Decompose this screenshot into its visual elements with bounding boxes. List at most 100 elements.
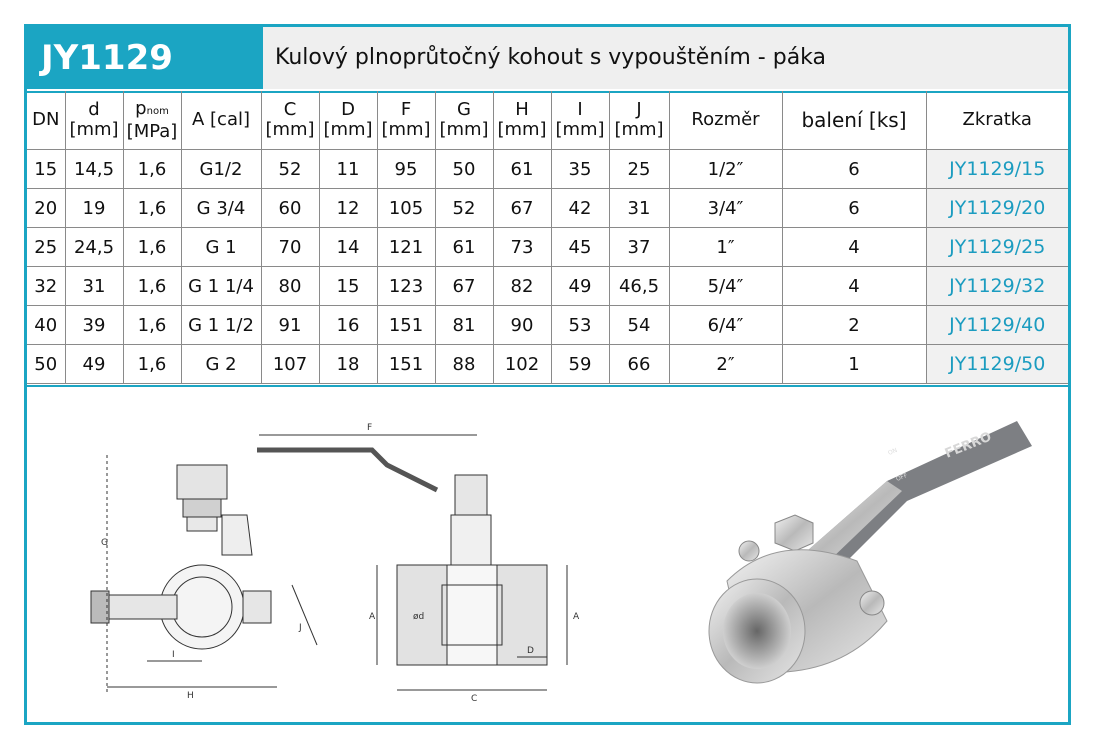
cell-d-dim: 14	[318, 227, 378, 267]
cell-zkratka: JY1129/20	[925, 188, 1068, 228]
cell-d-dim: 12	[318, 188, 378, 228]
cell-zkratka: JY1129/32	[925, 266, 1068, 306]
cell-zkratka: JY1129/15	[925, 149, 1068, 189]
cell-dn: 20	[27, 188, 66, 228]
product-code: JY1129	[27, 27, 263, 89]
cell-baleni: 6	[781, 188, 927, 228]
cell-h: 73	[492, 227, 552, 267]
cell-c: 70	[260, 227, 320, 267]
cell-h: 82	[492, 266, 552, 306]
col-header-d: d[mm]	[64, 91, 124, 150]
cell-a: G1/2	[180, 149, 262, 189]
cell-h: 90	[492, 305, 552, 345]
cell-g: 81	[434, 305, 494, 345]
dim-label-i: I	[172, 650, 175, 660]
cell-f: 151	[376, 344, 436, 384]
cell-h: 102	[492, 344, 552, 384]
col-header-rozmer: Rozměr	[668, 91, 783, 150]
cell-g: 50	[434, 149, 494, 189]
cell-c: 60	[260, 188, 320, 228]
header: JY1129 Kulový plnoprůtočný kohout s vypo…	[27, 27, 1068, 93]
cell-a: G 3/4	[180, 188, 262, 228]
cell-g: 67	[434, 266, 494, 306]
off-text: OFF	[895, 472, 909, 483]
cell-a: G 1	[180, 227, 262, 267]
technical-drawing: G I H J F A A ød D	[90, 423, 580, 704]
cell-dn: 25	[27, 227, 66, 267]
dim-label-g: G	[101, 538, 108, 548]
col-header-a: A [cal]	[180, 91, 262, 150]
cell-i: 42	[550, 188, 610, 228]
cell-c: 107	[260, 344, 320, 384]
cell-a: G 2	[180, 344, 262, 384]
cell-baleni: 4	[781, 227, 927, 267]
cell-c: 80	[260, 266, 320, 306]
table-header-row: DN d[mm] pnom[MPa] A [cal] C[mm] D[mm] F…	[27, 91, 1068, 150]
col-header-j: J[mm]	[608, 91, 670, 150]
cell-d: 19	[64, 188, 124, 228]
cell-d: 24,5	[64, 227, 124, 267]
cell-d: 39	[64, 305, 124, 345]
cell-baleni: 4	[781, 266, 927, 306]
cell-j: 25	[608, 149, 670, 189]
cell-pnom: 1,6	[122, 149, 182, 189]
col-header-baleni: balení [ks]	[781, 91, 927, 150]
dim-label-c: C	[471, 694, 477, 704]
dim-label-j: J	[298, 623, 302, 633]
cell-baleni: 6	[781, 149, 927, 189]
cell-dn: 40	[27, 305, 66, 345]
cell-d: 31	[64, 266, 124, 306]
dim-label-h: H	[187, 691, 194, 701]
cell-pnom: 1,6	[122, 344, 182, 384]
cell-g: 88	[434, 344, 494, 384]
cell-pnom: 1,6	[122, 188, 182, 228]
dim-label-d: D	[527, 646, 534, 656]
col-header-g: G[mm]	[434, 91, 494, 150]
cell-c: 52	[260, 149, 320, 189]
cell-rozmer: 1″	[668, 227, 783, 267]
cell-d: 49	[64, 344, 124, 384]
col-header-zkratka: Zkratka	[925, 91, 1068, 150]
cell-zkratka: JY1129/25	[925, 227, 1068, 267]
cell-j: 46,5	[608, 266, 670, 306]
cell-zkratka: JY1129/40	[925, 305, 1068, 345]
cell-f: 151	[376, 305, 436, 345]
cell-a: G 1 1/2	[180, 305, 262, 345]
cell-h: 67	[492, 188, 552, 228]
cell-i: 45	[550, 227, 610, 267]
cell-i: 35	[550, 149, 610, 189]
cell-j: 66	[608, 344, 670, 384]
cell-rozmer: 6/4″	[668, 305, 783, 345]
cell-d: 14,5	[64, 149, 124, 189]
cell-j: 54	[608, 305, 670, 345]
dim-label-a-right: A	[573, 612, 580, 622]
cell-rozmer: 2″	[668, 344, 783, 384]
cell-f: 121	[376, 227, 436, 267]
cell-baleni: 2	[781, 305, 927, 345]
cell-c: 91	[260, 305, 320, 345]
cell-d-dim: 18	[318, 344, 378, 384]
product-photo: FERRO ON OFF	[708, 421, 1032, 684]
dim-label-f: F	[367, 423, 372, 433]
product-title: Kulový plnoprůtočný kohout s vypouštěním…	[263, 27, 1068, 89]
cell-i: 53	[550, 305, 610, 345]
on-text: ON	[887, 447, 898, 457]
cell-g: 52	[434, 188, 494, 228]
cell-f: 123	[376, 266, 436, 306]
cell-h: 61	[492, 149, 552, 189]
cell-pnom: 1,6	[122, 305, 182, 345]
datasheet-frame: JY1129 Kulový plnoprůtočný kohout s vypo…	[24, 24, 1071, 725]
cell-pnom: 1,6	[122, 227, 182, 267]
cell-pnom: 1,6	[122, 266, 182, 306]
cell-j: 31	[608, 188, 670, 228]
cell-g: 61	[434, 227, 494, 267]
cell-d-dim: 11	[318, 149, 378, 189]
cell-d-dim: 15	[318, 266, 378, 306]
cell-a: G 1 1/4	[180, 266, 262, 306]
